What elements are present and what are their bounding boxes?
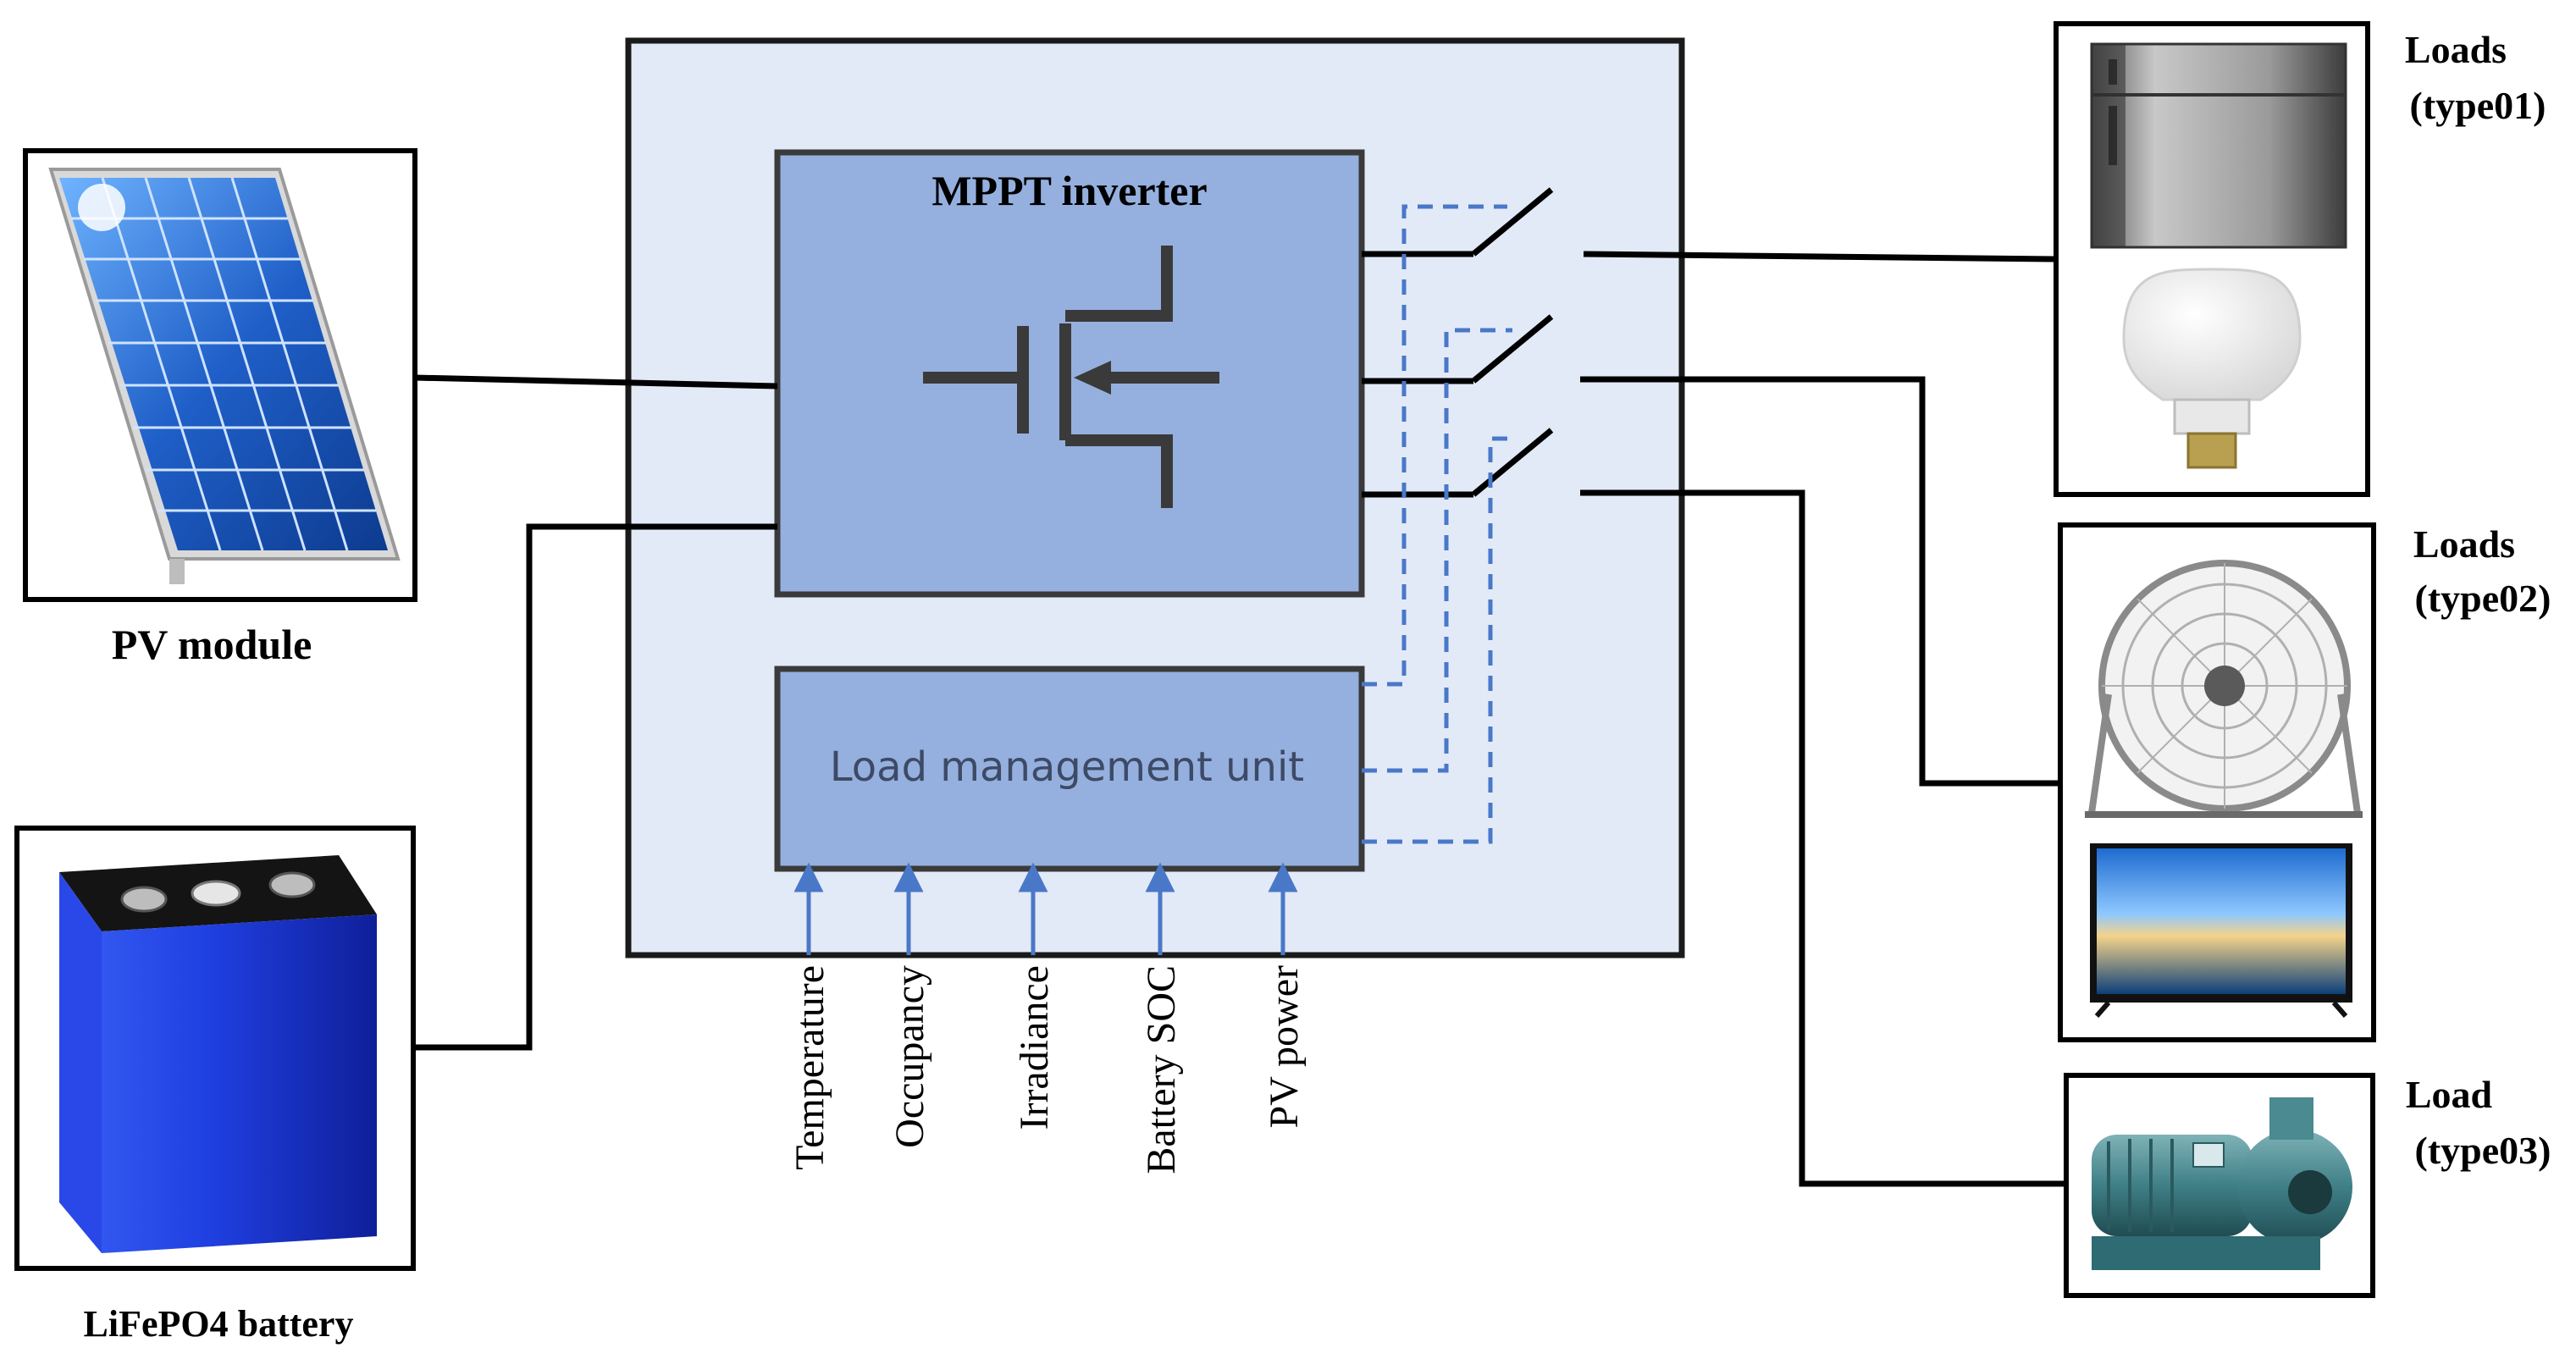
loads-type02-label-line1: Loads — [2413, 522, 2515, 566]
refrigerator-icon — [2090, 42, 2347, 249]
loads-type02: Loads (type02) — [2058, 522, 2551, 1042]
mosfet-arrow-icon — [1074, 361, 1111, 395]
load-type03: Load (type03) — [2064, 1073, 2551, 1298]
battery: LiFePO4 battery — [14, 826, 416, 1345]
switch-array — [1362, 187, 1554, 498]
pv-module: PV module — [23, 148, 417, 668]
input-label-pv-power: PV power — [1262, 965, 1307, 1128]
pv-module-label: PV module — [112, 621, 312, 668]
battery-icon — [59, 855, 377, 1253]
input-label-irradiance: Irradiance — [1012, 965, 1057, 1130]
load-type03-label-line1: Load — [2406, 1073, 2493, 1116]
loads-type02-label-line2: (type02) — [2415, 577, 2551, 620]
mppt-inverter-block: MPPT inverter — [774, 149, 1365, 598]
television-icon — [2090, 843, 2352, 1018]
fan-icon — [2085, 560, 2363, 818]
input-arrows — [793, 862, 1298, 955]
load-type03-label-line2: (type03) — [2415, 1129, 2551, 1172]
solar-panel-icon — [48, 168, 401, 584]
mosfet-symbol-icon — [923, 246, 1219, 508]
loads-type01: Loads (type01) — [2054, 21, 2546, 497]
input-label-battery-soc: Battery SOC — [1139, 965, 1184, 1174]
mppt-inverter-label: MPPT inverter — [931, 167, 1207, 214]
battery-label: LiFePO4 battery — [84, 1303, 354, 1345]
input-label-occupancy: Occupancy — [887, 965, 932, 1148]
load-management-unit-label: Load management unit — [830, 743, 1304, 791]
water-pump-icon — [2092, 1097, 2352, 1270]
light-bulb-icon — [2122, 268, 2302, 469]
power-wires — [413, 251, 2066, 1187]
input-label-temperature: Temperature — [788, 965, 832, 1170]
loads-type01-label-line2: (type01) — [2410, 84, 2546, 127]
load-management-unit-block: Load management unit — [774, 666, 1365, 872]
input-labels: Temperature Occupancy Irradiance Battery… — [788, 965, 1307, 1174]
loads-type01-label-line1: Loads — [2405, 28, 2507, 71]
control-signal-lines — [1362, 204, 1517, 844]
